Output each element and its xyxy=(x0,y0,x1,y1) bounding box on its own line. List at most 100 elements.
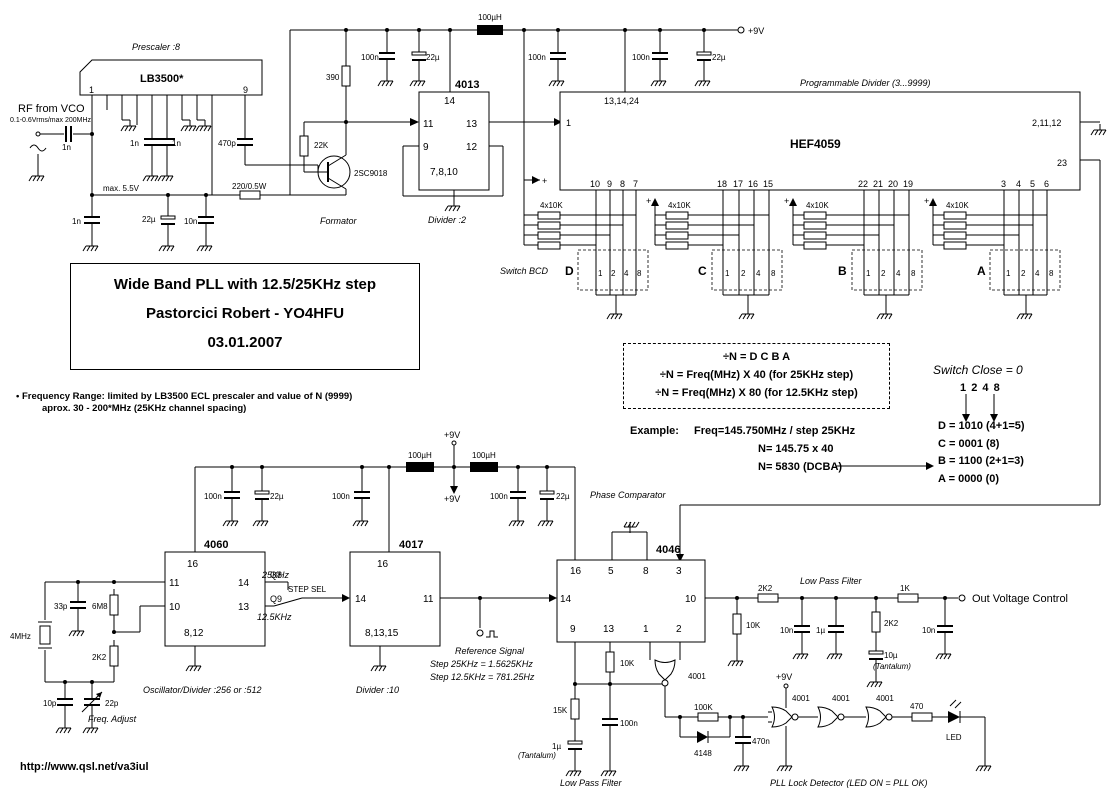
formula-box: ÷N = D C B A ÷N = Freq(MHz) X 40 (for 25… xyxy=(623,343,890,409)
r-10k-b: 10K xyxy=(746,621,761,630)
title-box: Wide Band PLL with 12.5/25KHz step Pasto… xyxy=(70,263,420,370)
c-w8: 8 xyxy=(771,269,776,278)
4060-pin10: 10 xyxy=(169,602,181,613)
c-10u: 10µ xyxy=(884,651,898,660)
r-470: 470 xyxy=(910,702,924,711)
4017-pin14: 14 xyxy=(355,594,367,605)
4013-pin13: 13 xyxy=(466,119,478,130)
formula-line2: ÷N = Freq(MHz) X 40 (for 25KHz step) xyxy=(659,369,854,381)
a-w8: 8 xyxy=(1049,269,1054,278)
4046-pin13: 13 xyxy=(603,624,615,635)
plus-c: + xyxy=(646,196,651,206)
c-22u-top-b: 22µ xyxy=(712,53,726,62)
lpf-label-b: Low Pass Filter xyxy=(800,576,863,586)
plus-d: + xyxy=(542,176,547,186)
switch-close-note: Switch Close = 0 xyxy=(933,363,1023,377)
switch-group-a: 3 4 5 6 4x10K + A 1 2 4 8 xyxy=(924,179,1061,320)
c-22u-b1: 22µ xyxy=(270,492,284,501)
b-w1: 1 xyxy=(866,269,871,278)
4060-pin13: 13 xyxy=(238,602,250,613)
b-w4: 4 xyxy=(896,269,901,278)
dcba-a: A = 0000 (0) xyxy=(938,472,1000,485)
supply-top-9v: +9V xyxy=(748,26,764,36)
4046-pin14: 14 xyxy=(560,594,572,605)
gate-4001-d: 4001 xyxy=(876,694,894,703)
c-w4: 4 xyxy=(756,269,761,278)
a-pin3: 3 xyxy=(1001,179,1006,189)
4046-pin10: 10 xyxy=(685,594,697,605)
a-res: 4x10K xyxy=(946,201,969,210)
chip-4017-name: 4017 xyxy=(399,539,423,551)
inductor-top: 100µH xyxy=(478,13,502,22)
c-10n-lpf-b: 10n xyxy=(922,626,935,635)
r-6m8: 6M8 xyxy=(92,602,108,611)
c-22u-rail: 22µ xyxy=(142,215,156,224)
supply-lock-9v: +9V xyxy=(776,672,792,682)
c-w2: 2 xyxy=(741,269,746,278)
ref-signal-label: Reference Signal xyxy=(455,646,525,656)
4046-pin5: 5 xyxy=(608,566,614,577)
4046-pin9: 9 xyxy=(570,624,576,635)
weight-1: 1 xyxy=(960,382,968,394)
prescaler-pin1: 1 xyxy=(89,85,94,95)
c-100n-b2: 100n xyxy=(332,492,350,501)
c-10n-rail: 10n xyxy=(184,217,197,226)
inductor-mid2: 100µH xyxy=(472,451,496,460)
prescaler-lb3500: LB3500* Prescaler :8 1 9 xyxy=(79,42,263,96)
d-pin10: 10 xyxy=(590,179,600,189)
d-w8: 8 xyxy=(637,269,642,278)
4017-gnd-pins: 8,13,15 xyxy=(365,628,399,639)
c-10p: 10p xyxy=(43,699,57,708)
switch-a-letter: A xyxy=(977,264,986,278)
b-pin20: 20 xyxy=(888,179,898,189)
freq-adjust-label: Freq. Adjust xyxy=(88,714,137,724)
4013-pin9: 9 xyxy=(423,142,429,153)
example-line3: N= 5830 (DCBA) xyxy=(758,461,843,473)
supply-mid-9v-a: +9V xyxy=(444,430,460,440)
gate-4001-c: 4001 xyxy=(832,694,850,703)
r-2k2-lpf-b: 2K2 xyxy=(884,619,899,628)
4013-gnd-pins: 7,8,10 xyxy=(430,167,458,178)
transistor-caption: Formator xyxy=(320,216,358,226)
a-w4: 4 xyxy=(1035,269,1040,278)
c-1n-b: 1n xyxy=(172,139,181,148)
hef4059-vdd-pins: 13,14,24 xyxy=(604,96,639,106)
lock-detector-label: PLL Lock Detector (LED ON = PLL OK) xyxy=(770,778,928,788)
r-10k-a: 10K xyxy=(620,659,635,668)
b-w8: 8 xyxy=(911,269,916,278)
title-line1: Wide Band PLL with 12.5/25KHz step xyxy=(113,276,377,293)
c-pin15: 15 xyxy=(763,179,773,189)
a-w1: 1 xyxy=(1006,269,1011,278)
d-pin7: 7 xyxy=(633,179,638,189)
freq-note-line1: Frequency Range: limited by LB3500 ECL p… xyxy=(21,391,353,402)
c-1n-rail: 1n xyxy=(72,217,81,226)
dcba-b: B = 1100 (2+1=3) xyxy=(938,455,1024,467)
prescaler-pin9: 9 xyxy=(243,85,248,95)
weight-8: 8 xyxy=(993,382,1001,394)
rf-input-label: RF from VCO xyxy=(18,103,85,115)
4046-pin8: 8 xyxy=(643,566,649,577)
r-22k: 22K xyxy=(314,141,329,150)
d-w1: 1 xyxy=(598,269,603,278)
example-label: Example: xyxy=(630,425,679,437)
hef4059-pin23: 23 xyxy=(1057,158,1067,168)
crystal-4mhz xyxy=(39,625,51,645)
c-100n-b1: 100n xyxy=(204,492,222,501)
c-pin16: 16 xyxy=(748,179,758,189)
bit-weights: 1 2 4 8 xyxy=(960,382,1001,394)
d-pin9: 9 xyxy=(607,179,612,189)
led-label: LED xyxy=(946,733,962,742)
freq-note-line2: aprox. 30 - 200*MHz (25KHz channel spaci… xyxy=(42,403,247,414)
chip-4017: 4017 16 14 11 8,13,15 Divider :10 xyxy=(349,539,441,695)
c-1n-a: 1n xyxy=(130,139,139,148)
max-voltage: max. 5.5V xyxy=(103,184,140,193)
hef4059-pin1: 1 xyxy=(566,118,571,128)
d-pin8: 8 xyxy=(620,179,625,189)
c-22p: 22p xyxy=(105,699,119,708)
c-470p: 470p xyxy=(218,139,236,148)
chip-4046: 4046 Phase Comparator 16 5 8 3 14 10 9 1… xyxy=(556,490,706,643)
chip-4013-caption: Divider :2 xyxy=(428,215,466,225)
plus-a: + xyxy=(924,196,929,206)
4060-gnd-pins: 8,12 xyxy=(184,628,204,639)
c-100n-top-c: 100n xyxy=(632,53,650,62)
